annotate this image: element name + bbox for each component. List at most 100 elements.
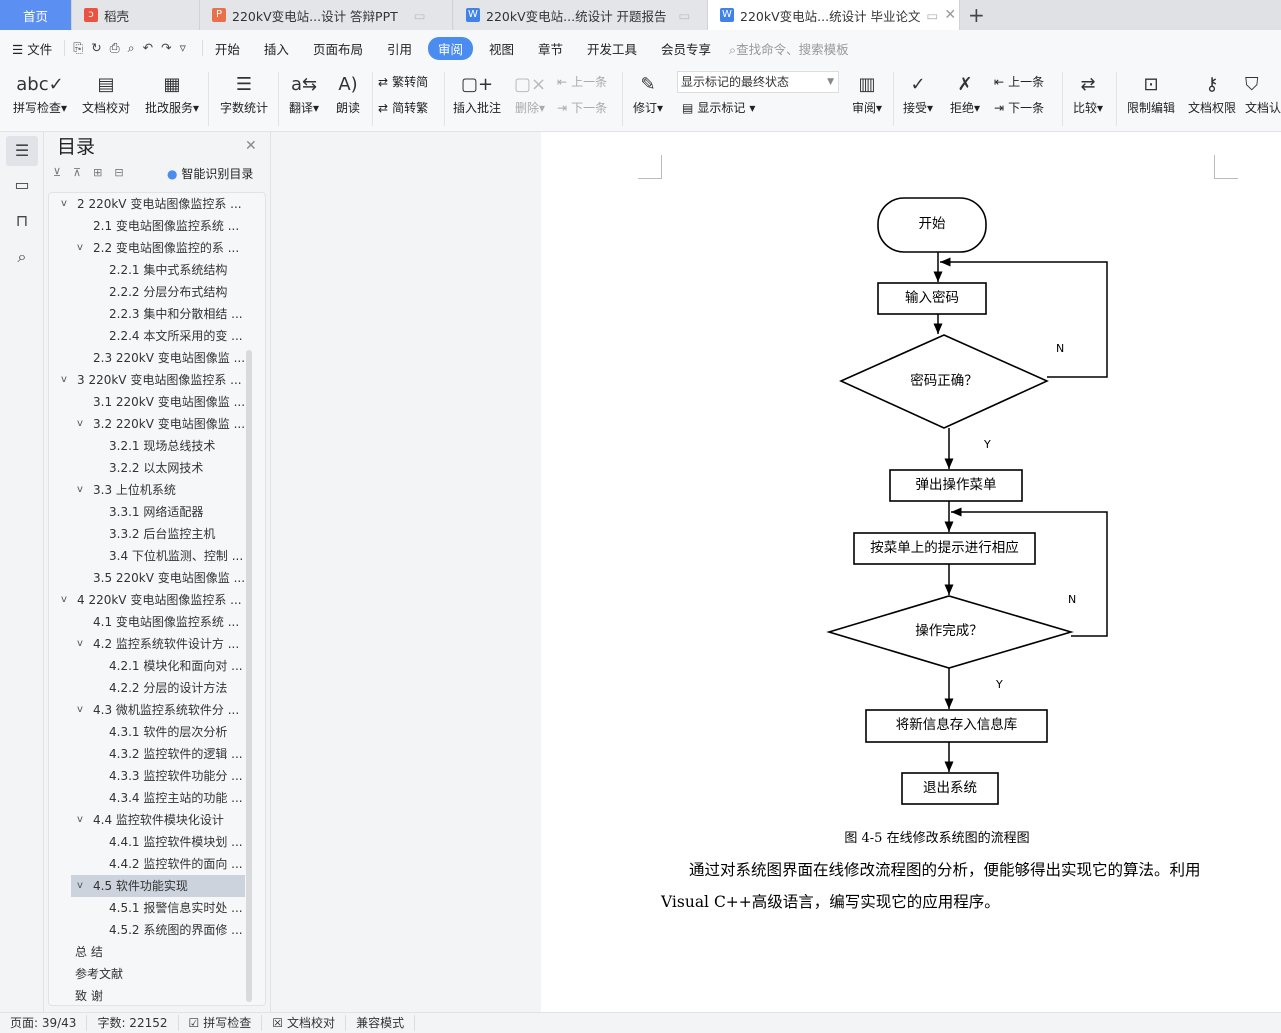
restrict-editing-button[interactable]: ⊡限制编辑 <box>1121 70 1181 116</box>
file-menu[interactable]: ☰ 文件 <box>12 41 53 57</box>
chevron-down-icon[interactable]: v <box>77 704 83 715</box>
toc-item[interactable]: 4.3.4 监控主站的功能 ... <box>49 787 245 809</box>
toc-panel-icon[interactable]: ☰ <box>6 136 38 166</box>
prev-comment-button[interactable]: ⇤上一条 <box>557 74 607 90</box>
search-icon[interactable]: ⌕ <box>17 247 27 266</box>
menu-layout[interactable]: 页面布局 <box>312 41 363 57</box>
chevron-down-icon[interactable]: v <box>61 374 67 385</box>
toc-item[interactable]: 4.3.2 监控软件的逻辑 ... <box>49 743 245 765</box>
toc-item[interactable]: 3.3.2 后台监控主机 <box>49 523 245 545</box>
s2t-button[interactable]: ⇄简转繁 <box>378 100 428 116</box>
toc-item[interactable]: 4.4.1 监控软件模块划 ... <box>49 831 245 853</box>
t2s-button[interactable]: ⇄繁转简 <box>378 74 428 90</box>
tab-home[interactable]: 首页 <box>0 0 72 30</box>
chevron-down-icon[interactable]: v <box>77 880 83 891</box>
proofread-button[interactable]: ▤文档校对 <box>76 70 136 116</box>
bookmark-icon[interactable]: ⊓ <box>15 211 29 230</box>
toc-item[interactable]: 总 结 <box>49 941 245 963</box>
show-markup-button[interactable]: ▤显示标记▾ <box>682 101 756 115</box>
document-cert-button[interactable]: ⛉文档认 <box>1245 70 1281 116</box>
toc-item[interactable]: 参考文献 <box>49 963 245 985</box>
document-rights-button[interactable]: ⚷文档权限 <box>1182 70 1242 116</box>
new-tab-button[interactable]: + <box>968 3 985 27</box>
page-indicator[interactable]: 页面: 39/43 <box>0 1015 88 1031</box>
next-comment-button[interactable]: ⇥下一条 <box>557 100 607 116</box>
next-change-button[interactable]: ⇥下一条 <box>994 100 1044 116</box>
close-tab-icon[interactable]: ✕ <box>944 7 957 23</box>
toc-item[interactable]: 3.3.1 网络适配器 <box>49 501 245 523</box>
menu-start[interactable]: 开始 <box>214 41 240 57</box>
chevron-down-icon[interactable]: v <box>77 638 83 649</box>
read-aloud-button[interactable]: A)朗读 <box>328 70 368 116</box>
quick-access-icons[interactable]: ⎘↻⎙⌕↶↷▿ <box>64 40 203 56</box>
toc-item[interactable]: 3.1 220kV 变电站图像监 ... <box>49 391 245 413</box>
toc-item[interactable]: 2.1 变电站图像监控系统 ... <box>49 215 245 237</box>
toc-item[interactable]: 4.3.1 软件的层次分析 <box>49 721 245 743</box>
chevron-down-icon[interactable]: v <box>61 198 67 209</box>
toc-item[interactable]: 2.2.4 本文所采用的变 ... <box>49 325 245 347</box>
toc-item[interactable]: 3.2.2 以太网技术 <box>49 457 245 479</box>
toc-item[interactable]: 4.1 变电站图像监控系统 ... <box>49 611 245 633</box>
menu-insert[interactable]: 插入 <box>263 41 289 57</box>
toc-item[interactable]: 4.2.1 模块化和面向对 ... <box>49 655 245 677</box>
menu-chapter[interactable]: 章节 <box>538 41 564 57</box>
command-search[interactable]: ⌕查找命令、搜索模板 <box>723 39 849 58</box>
toc-item[interactable]: 2.2.3 集中和分散相结 ... <box>49 303 245 325</box>
delete-comment-button[interactable]: ▢×删除▾ <box>507 70 553 116</box>
smart-toc-button[interactable]: ● 智能识别目录 <box>167 167 253 181</box>
close-icon[interactable]: ✕ <box>245 138 257 154</box>
toc-item[interactable]: 2.2.2 分层分布式结构 <box>49 281 245 303</box>
chevron-down-icon[interactable]: v <box>77 418 83 429</box>
markup-state-select[interactable]: 显示标记的最终状态▼ <box>677 71 839 93</box>
toc-item[interactable]: 3.5 220kV 变电站图像监 ... <box>49 567 245 589</box>
toc-item[interactable]: 3.4 下位机监测、控制 ... <box>49 545 245 567</box>
track-changes-button[interactable]: ✎修订▾ <box>626 70 670 116</box>
chevron-down-icon[interactable]: v <box>77 814 83 825</box>
toc-item[interactable]: 4.4.2 监控软件的面向 ... <box>49 853 245 875</box>
chevron-down-icon[interactable]: v <box>77 484 83 495</box>
spell-check-button[interactable]: abc✓拼写检查▾ <box>6 70 74 116</box>
toc-item[interactable]: 3.2.1 现场总线技术 <box>49 435 245 457</box>
accept-button[interactable]: ✓接受▾ <box>895 70 941 116</box>
navigation-icon[interactable]: ▭ <box>14 175 30 194</box>
compare-button[interactable]: ⇄比较▾ <box>1064 70 1112 116</box>
proofread-status[interactable]: ☒文档校对 <box>262 1015 347 1031</box>
toc-item[interactable]: 4.5.2 系统图的界面修 ... <box>49 919 245 941</box>
menu-references[interactable]: 引用 <box>386 41 412 57</box>
menu-developer[interactable]: 开发工具 <box>587 41 638 57</box>
reject-button[interactable]: ✗拒绝▾ <box>942 70 988 116</box>
spell-check-status[interactable]: ☑拼写检查 <box>179 1015 263 1031</box>
toc-item[interactable]: 2.3 220kV 变电站图像监 ... <box>49 347 245 369</box>
word-count-button[interactable]: ☰字数统计 <box>214 70 274 116</box>
menu-view[interactable]: 视图 <box>488 41 514 57</box>
toc-item[interactable]: 4.2.2 分层的设计方法 <box>49 677 245 699</box>
review-pane-button[interactable]: ▥审阅▾ <box>844 70 890 116</box>
chevron-down-icon[interactable]: v <box>77 242 83 253</box>
toc-item[interactable]: 致 谢 <box>49 985 245 1005</box>
translate-button[interactable]: a⇆翻译▾ <box>280 70 328 116</box>
toc-item[interactable]: 4.5.1 报警信息实时处 ... <box>49 897 245 919</box>
toc-expand-controls[interactable]: ⊻⊼⊞⊟ <box>53 166 136 179</box>
menu-review[interactable]: 审阅 <box>427 36 473 60</box>
toc-item[interactable]: 4.3.3 监控软件功能分 ... <box>49 765 245 787</box>
menu-member[interactable]: 会员专享 <box>661 41 712 57</box>
word-count[interactable]: 字数: 22152 <box>87 1015 179 1031</box>
toc-item[interactable]: 2.2.1 集中式系统结构 <box>49 259 245 281</box>
insert-comment-button[interactable]: ▢+插入批注 <box>448 70 506 116</box>
scrollbar[interactable] <box>246 350 252 1002</box>
prev-change-button[interactable]: ⇤上一条 <box>994 74 1044 90</box>
chevron-down-icon[interactable]: v <box>61 594 67 605</box>
